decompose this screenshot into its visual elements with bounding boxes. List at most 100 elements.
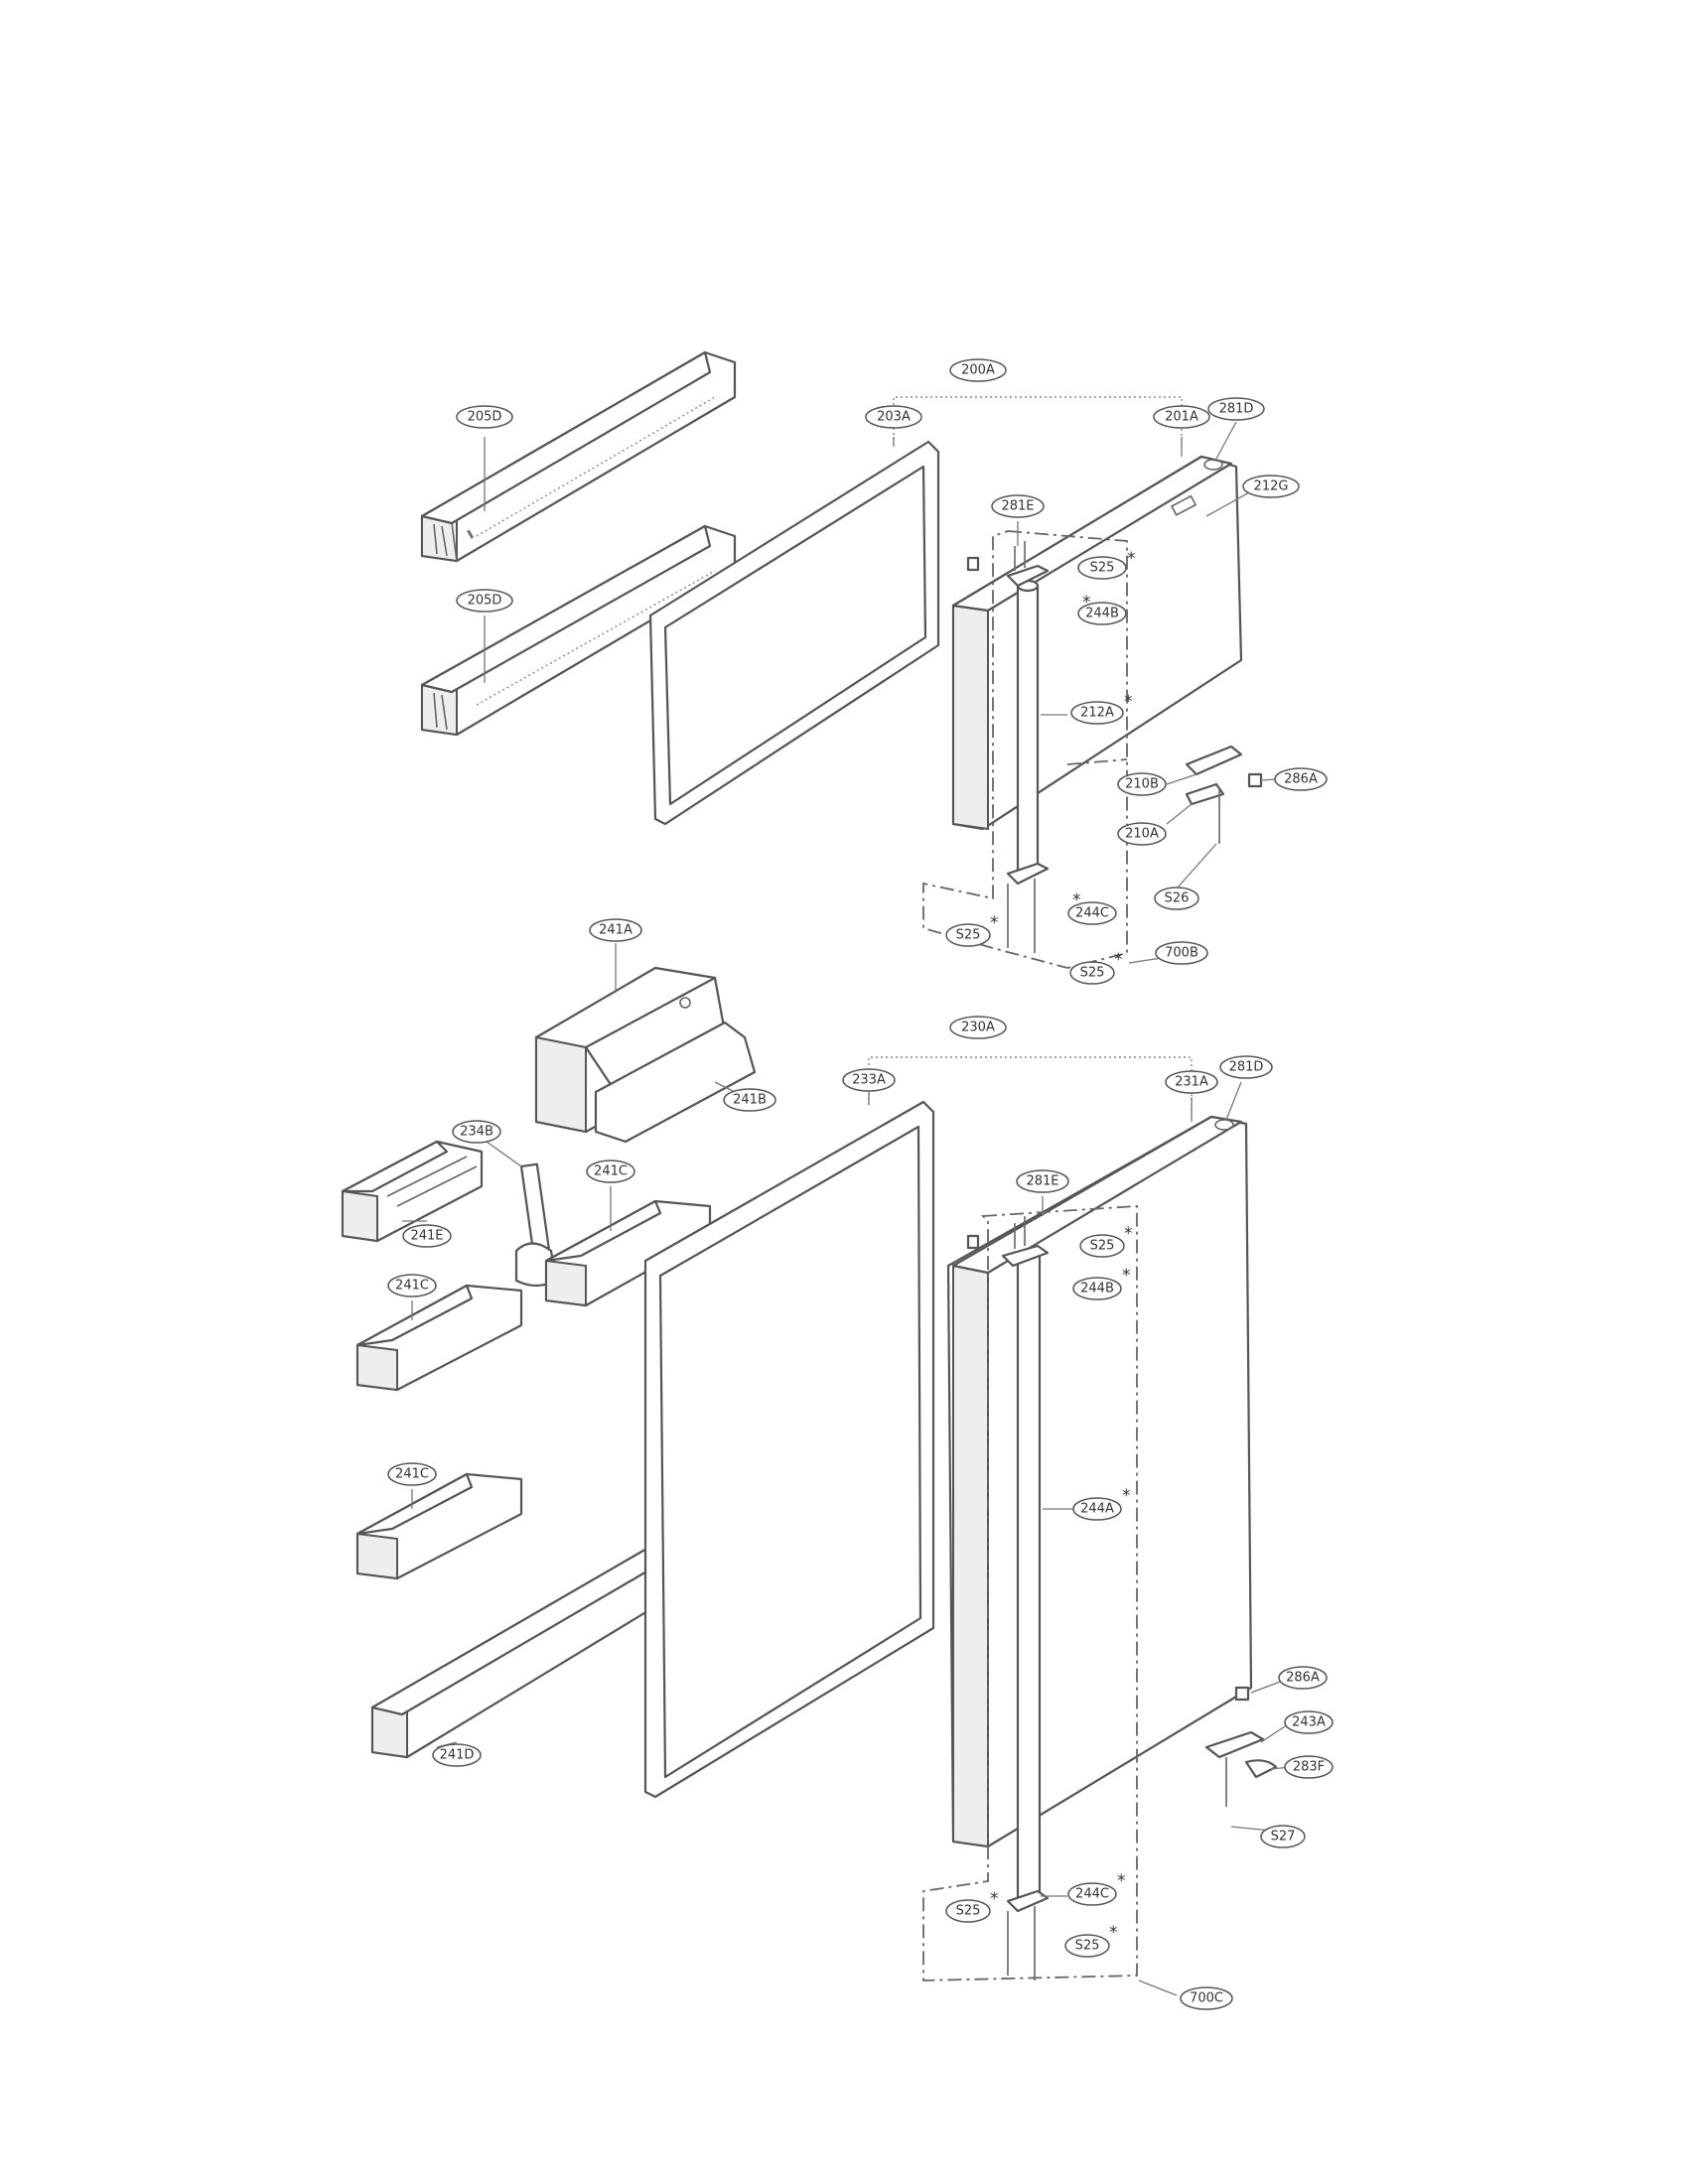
callout-text-234B: 234B [460, 1125, 493, 1140]
callout-text-S26: S26 [1165, 891, 1190, 906]
callout-S25-e: S25 * [945, 1889, 999, 1923]
callout-241B: 241B [723, 1088, 776, 1112]
callout-281E-bottom: 281E [1016, 1169, 1069, 1193]
callout-S25-d: S25 * [1079, 1224, 1133, 1258]
callout-text-200A: 200A [961, 363, 995, 378]
callout-233A: 233A [842, 1068, 896, 1092]
asterisk-mark: * [1127, 549, 1136, 569]
callout-text-205D-a: 205D [468, 410, 502, 425]
callout-text-210B: 210B [1125, 777, 1159, 792]
callout-text-210A: 210A [1125, 827, 1159, 842]
callout-205D-b: 205D [456, 589, 513, 613]
callout-text-244A: 244A [1080, 1502, 1114, 1517]
callout-text-281E-top: 281E [1001, 499, 1034, 514]
handle-212A [966, 541, 1050, 953]
asterisk-mark: * [1082, 593, 1091, 613]
callout-241C-a: 241C [586, 1160, 635, 1183]
callout-text-241B: 241B [733, 1093, 767, 1108]
callout-241E: 241E [402, 1224, 452, 1248]
door-bin-205D-upper [420, 350, 737, 563]
callout-text-S25-e: S25 [956, 1904, 981, 1919]
callout-text-241C-a: 241C [594, 1164, 628, 1179]
callout-text-700B: 700B [1165, 946, 1198, 961]
callout-241D: 241D [432, 1743, 482, 1767]
asterisk-mark: * [990, 1889, 999, 1909]
callout-S25-f: S25* [1064, 1923, 1118, 1958]
callout-210B: 210B [1117, 772, 1167, 796]
callout-text-244B-bottom: 244B [1080, 1282, 1114, 1297]
callout-244B-bottom: 244B * [1072, 1266, 1131, 1300]
callout-200A: 200A [949, 358, 1007, 382]
callout-283F: 283F [1284, 1755, 1334, 1779]
callout-text-S27: S27 [1271, 1830, 1296, 1844]
callout-text-244C-top: 244C [1075, 906, 1109, 921]
callout-text-S25-d: S25 [1090, 1239, 1115, 1254]
gasket-233A [643, 1100, 935, 1799]
asterisk-mark: * [1122, 1486, 1131, 1506]
callout-text-244B-top: 244B [1085, 607, 1119, 621]
callout-S25-b: S25* [945, 913, 999, 947]
bracket-200A [893, 396, 1183, 445]
callout-text-286A-top: 286A [1284, 772, 1318, 787]
asterisk-mark: * [1117, 1871, 1126, 1891]
callout-205D-a: 205D [456, 405, 513, 429]
callout-212G: 212G [1242, 475, 1300, 498]
gasket-203A [648, 440, 940, 826]
callout-text-S25-a: S25 [1090, 561, 1115, 576]
callout-text-700C: 700C [1190, 1991, 1223, 2006]
callout-210A: 210A [1117, 822, 1167, 846]
callout-244A: 244A * [1072, 1486, 1131, 1521]
bracket-230A [868, 1056, 1193, 1112]
callout-S27: S27 [1260, 1825, 1306, 1848]
callout-203A: 203A [865, 405, 922, 429]
callout-234B: 234B [452, 1120, 501, 1144]
callout-281E-top: 281E [991, 494, 1045, 518]
asterisk-mark: * [1124, 692, 1133, 712]
callout-244C-bottom: 244C * [1067, 1871, 1126, 1906]
door-shell-231A [946, 1115, 1253, 1848]
callout-243A: 243A [1284, 1710, 1334, 1734]
door-bin-241D [370, 1542, 687, 1759]
callout-S26: S26 [1154, 887, 1199, 910]
asterisk-mark: * [1122, 1266, 1131, 1286]
callout-text-281E-bottom: 281E [1026, 1174, 1058, 1189]
callout-241C-c: 241C [387, 1462, 437, 1486]
callout-text-243A: 243A [1292, 1715, 1326, 1730]
callout-text-241D: 241D [440, 1748, 475, 1763]
callout-241C-b: 241C [387, 1274, 437, 1297]
callout-700C: 700C [1180, 1986, 1233, 2010]
hinge-parts-lower [1204, 1686, 1278, 1807]
callout-241A: 241A [589, 918, 642, 942]
callout-231A: 231A [1165, 1070, 1218, 1094]
callout-230A: 230A [949, 1016, 1007, 1039]
ice-bin-241A [534, 966, 757, 1144]
callout-244C-top: 244C* [1067, 890, 1117, 925]
asterisk-mark: * [1072, 890, 1081, 910]
callout-text-231A: 231A [1175, 1075, 1208, 1090]
callout-text-212G: 212G [1254, 479, 1289, 494]
callout-text-283F: 283F [1293, 1760, 1325, 1775]
callout-text-S25-c: S25 [1080, 966, 1105, 981]
callout-text-244C-bottom: 244C [1075, 1887, 1109, 1902]
callout-text-241A: 241A [599, 923, 633, 938]
door-bin-241C-c [355, 1472, 523, 1580]
callout-text-241C-b: 241C [395, 1279, 429, 1294]
callout-201A: 201A [1153, 405, 1210, 429]
callout-281D-bottom: 281D [1219, 1055, 1273, 1079]
handle-244A [966, 1216, 1050, 1980]
callout-286A-top: 286A [1274, 767, 1328, 791]
callout-text-212A: 212A [1080, 706, 1114, 721]
callout-text-281D-top: 281D [1219, 402, 1254, 417]
door-bin-241E [341, 1140, 484, 1243]
callout-286A-bottom: 286A [1278, 1666, 1328, 1690]
callout-text-230A: 230A [961, 1021, 995, 1035]
callout-text-S25-b: S25 [956, 928, 981, 943]
asterisk-mark: * [1114, 950, 1123, 970]
asterisk-mark: * [1124, 1224, 1133, 1244]
group-outline-700C [922, 1205, 1138, 1981]
callout-700B: 700B [1155, 941, 1208, 965]
asterisk-mark: * [1109, 1923, 1118, 1943]
hinge-parts-upper [1185, 745, 1263, 844]
callout-text-205D-b: 205D [468, 594, 502, 609]
